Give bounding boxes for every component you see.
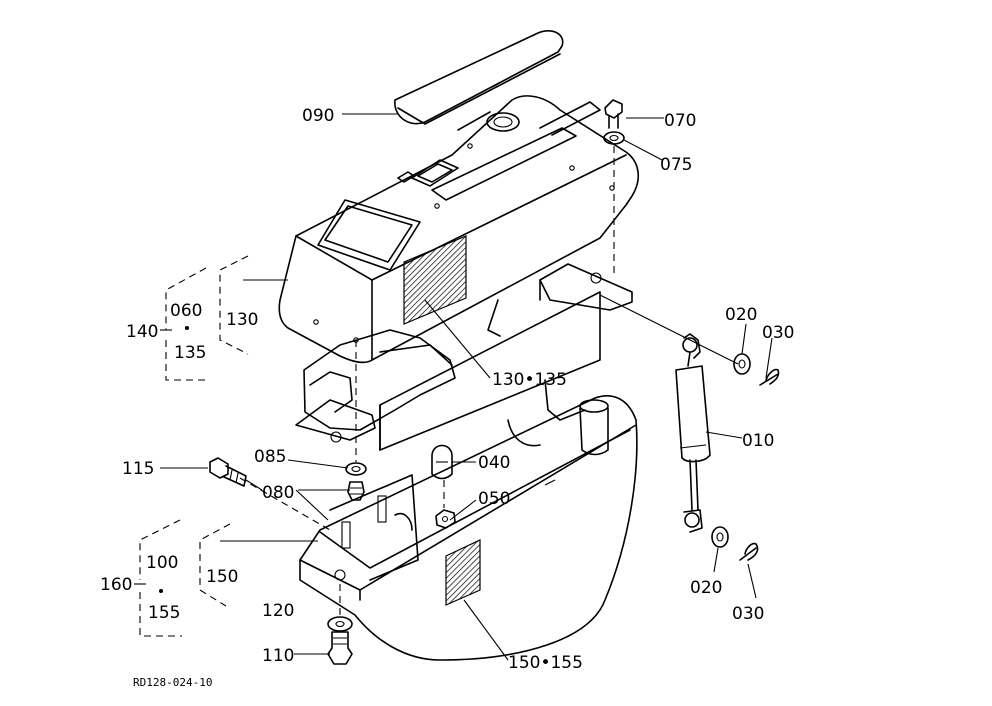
- label-115: 115: [122, 459, 154, 479]
- washer-075-part: [603, 131, 625, 145]
- label-140: 140: [126, 322, 158, 342]
- label-085: 085: [254, 447, 286, 467]
- label-020-lower: 020: [690, 578, 722, 598]
- assembly-lines: [239, 146, 615, 616]
- label-075: 075: [660, 155, 692, 175]
- part-labels: 090 070 075 060 130 140 135 130•135 020 …: [100, 106, 794, 689]
- washer-085-part: [345, 462, 367, 476]
- label-150: 150: [206, 567, 238, 587]
- label-150-155: 150•155: [508, 653, 583, 673]
- clip-030-lower-part: [739, 542, 759, 561]
- bolt-070-part: [604, 99, 623, 129]
- label-160: 160: [100, 575, 132, 595]
- washer-020-lower-part: [711, 526, 729, 548]
- nut-050-part: [435, 509, 456, 529]
- label-070: 070: [664, 111, 696, 131]
- label-130-135: 130•135: [492, 370, 567, 390]
- upper-cover-part: [278, 95, 639, 364]
- label-120: 120: [262, 601, 294, 621]
- clip-030-upper-part: [759, 368, 780, 386]
- label-155: 155: [148, 603, 180, 623]
- label-135: 135: [174, 343, 206, 363]
- bolt-110-part: [327, 631, 353, 665]
- washer-120-part: [327, 616, 353, 632]
- label-030-upper: 030: [762, 323, 794, 343]
- label-040: 040: [478, 453, 510, 473]
- bolt-115-part: [209, 457, 247, 487]
- label-080: 080: [262, 483, 294, 503]
- leader-lines: [160, 113, 773, 661]
- bolt-080-part: [347, 481, 365, 501]
- label-060: 060: [170, 301, 202, 321]
- label-030-lower: 030: [732, 604, 764, 624]
- label-050: 050: [478, 489, 510, 509]
- lower-cover-part: [299, 395, 638, 661]
- knob-040-part: [431, 444, 453, 480]
- armrest-pad-part: [394, 30, 564, 125]
- kit-bracket-140: [160, 255, 249, 381]
- label-100: 100: [146, 553, 178, 573]
- label-010: 010: [742, 431, 774, 451]
- washer-020-upper-part: [733, 353, 751, 375]
- label-130: 130: [226, 310, 258, 330]
- label-110: 110: [262, 646, 294, 666]
- kit-bracket-160: [134, 519, 231, 637]
- label-090: 090: [302, 106, 334, 126]
- gas-strut-part: [675, 333, 711, 533]
- label-020-upper: 020: [725, 305, 757, 325]
- drawing-code: RD128-024-10: [133, 676, 212, 689]
